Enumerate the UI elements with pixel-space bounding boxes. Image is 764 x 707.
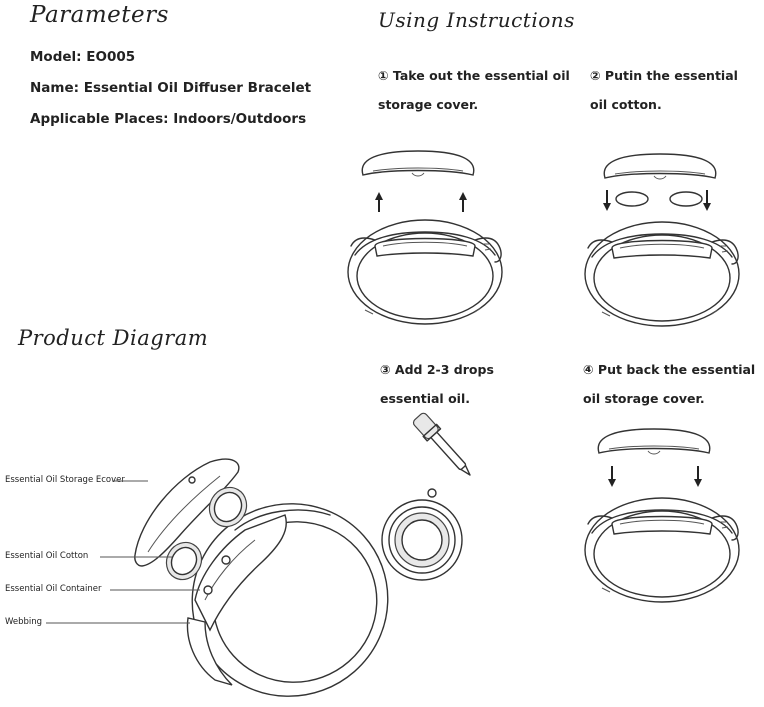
label-webbing: Webbing — [5, 617, 43, 627]
step-3-text: ③ Add 2-3 drops essential oil. — [380, 355, 494, 413]
cotton-pad-right — [669, 191, 703, 207]
step-4-line1: ④ Put back the essential — [583, 362, 756, 377]
step-4-illustration — [584, 428, 740, 603]
step-2-text: ② Putin the essential oil cotton. — [590, 61, 738, 119]
instructions-title: Using Instructions — [378, 8, 575, 32]
step-3-line2: essential oil. — [380, 391, 470, 406]
step-2-illustration — [584, 153, 740, 327]
product-diagram-illustration — [46, 458, 389, 697]
step-3-illustration — [381, 412, 471, 581]
label-cover: Essential Oil Storage Ecover — [5, 475, 125, 485]
param-model: Model: EO005 — [30, 49, 136, 65]
step-2-line1: ② Putin the essential — [590, 68, 738, 83]
step-3-line1: ③ Add 2-3 drops — [380, 362, 494, 377]
step-1-line1: ① Take out the essential oil — [378, 68, 570, 83]
param-name: Name: Essential Oil Diffuser Bracelet — [30, 80, 312, 96]
step-4-text: ④ Put back the essential oil storage cov… — [583, 355, 755, 413]
cotton-pad-left — [615, 191, 649, 207]
step-1-line2: storage cover. — [378, 97, 479, 112]
step-4-line2: oil storage cover. — [583, 391, 705, 406]
step-2-line2: oil cotton. — [590, 97, 662, 112]
diagram-title: Product Diagram — [18, 326, 209, 350]
step-1-text: ① Take out the essential oil storage cov… — [378, 61, 570, 119]
label-container: Essential Oil Container — [5, 584, 102, 594]
step-1-illustration — [347, 150, 503, 325]
param-places: Applicable Places: Indoors/Outdoors — [30, 111, 307, 127]
parameters-title: Parameters — [30, 2, 169, 28]
label-cotton: Essential Oil Cotton — [5, 551, 89, 561]
